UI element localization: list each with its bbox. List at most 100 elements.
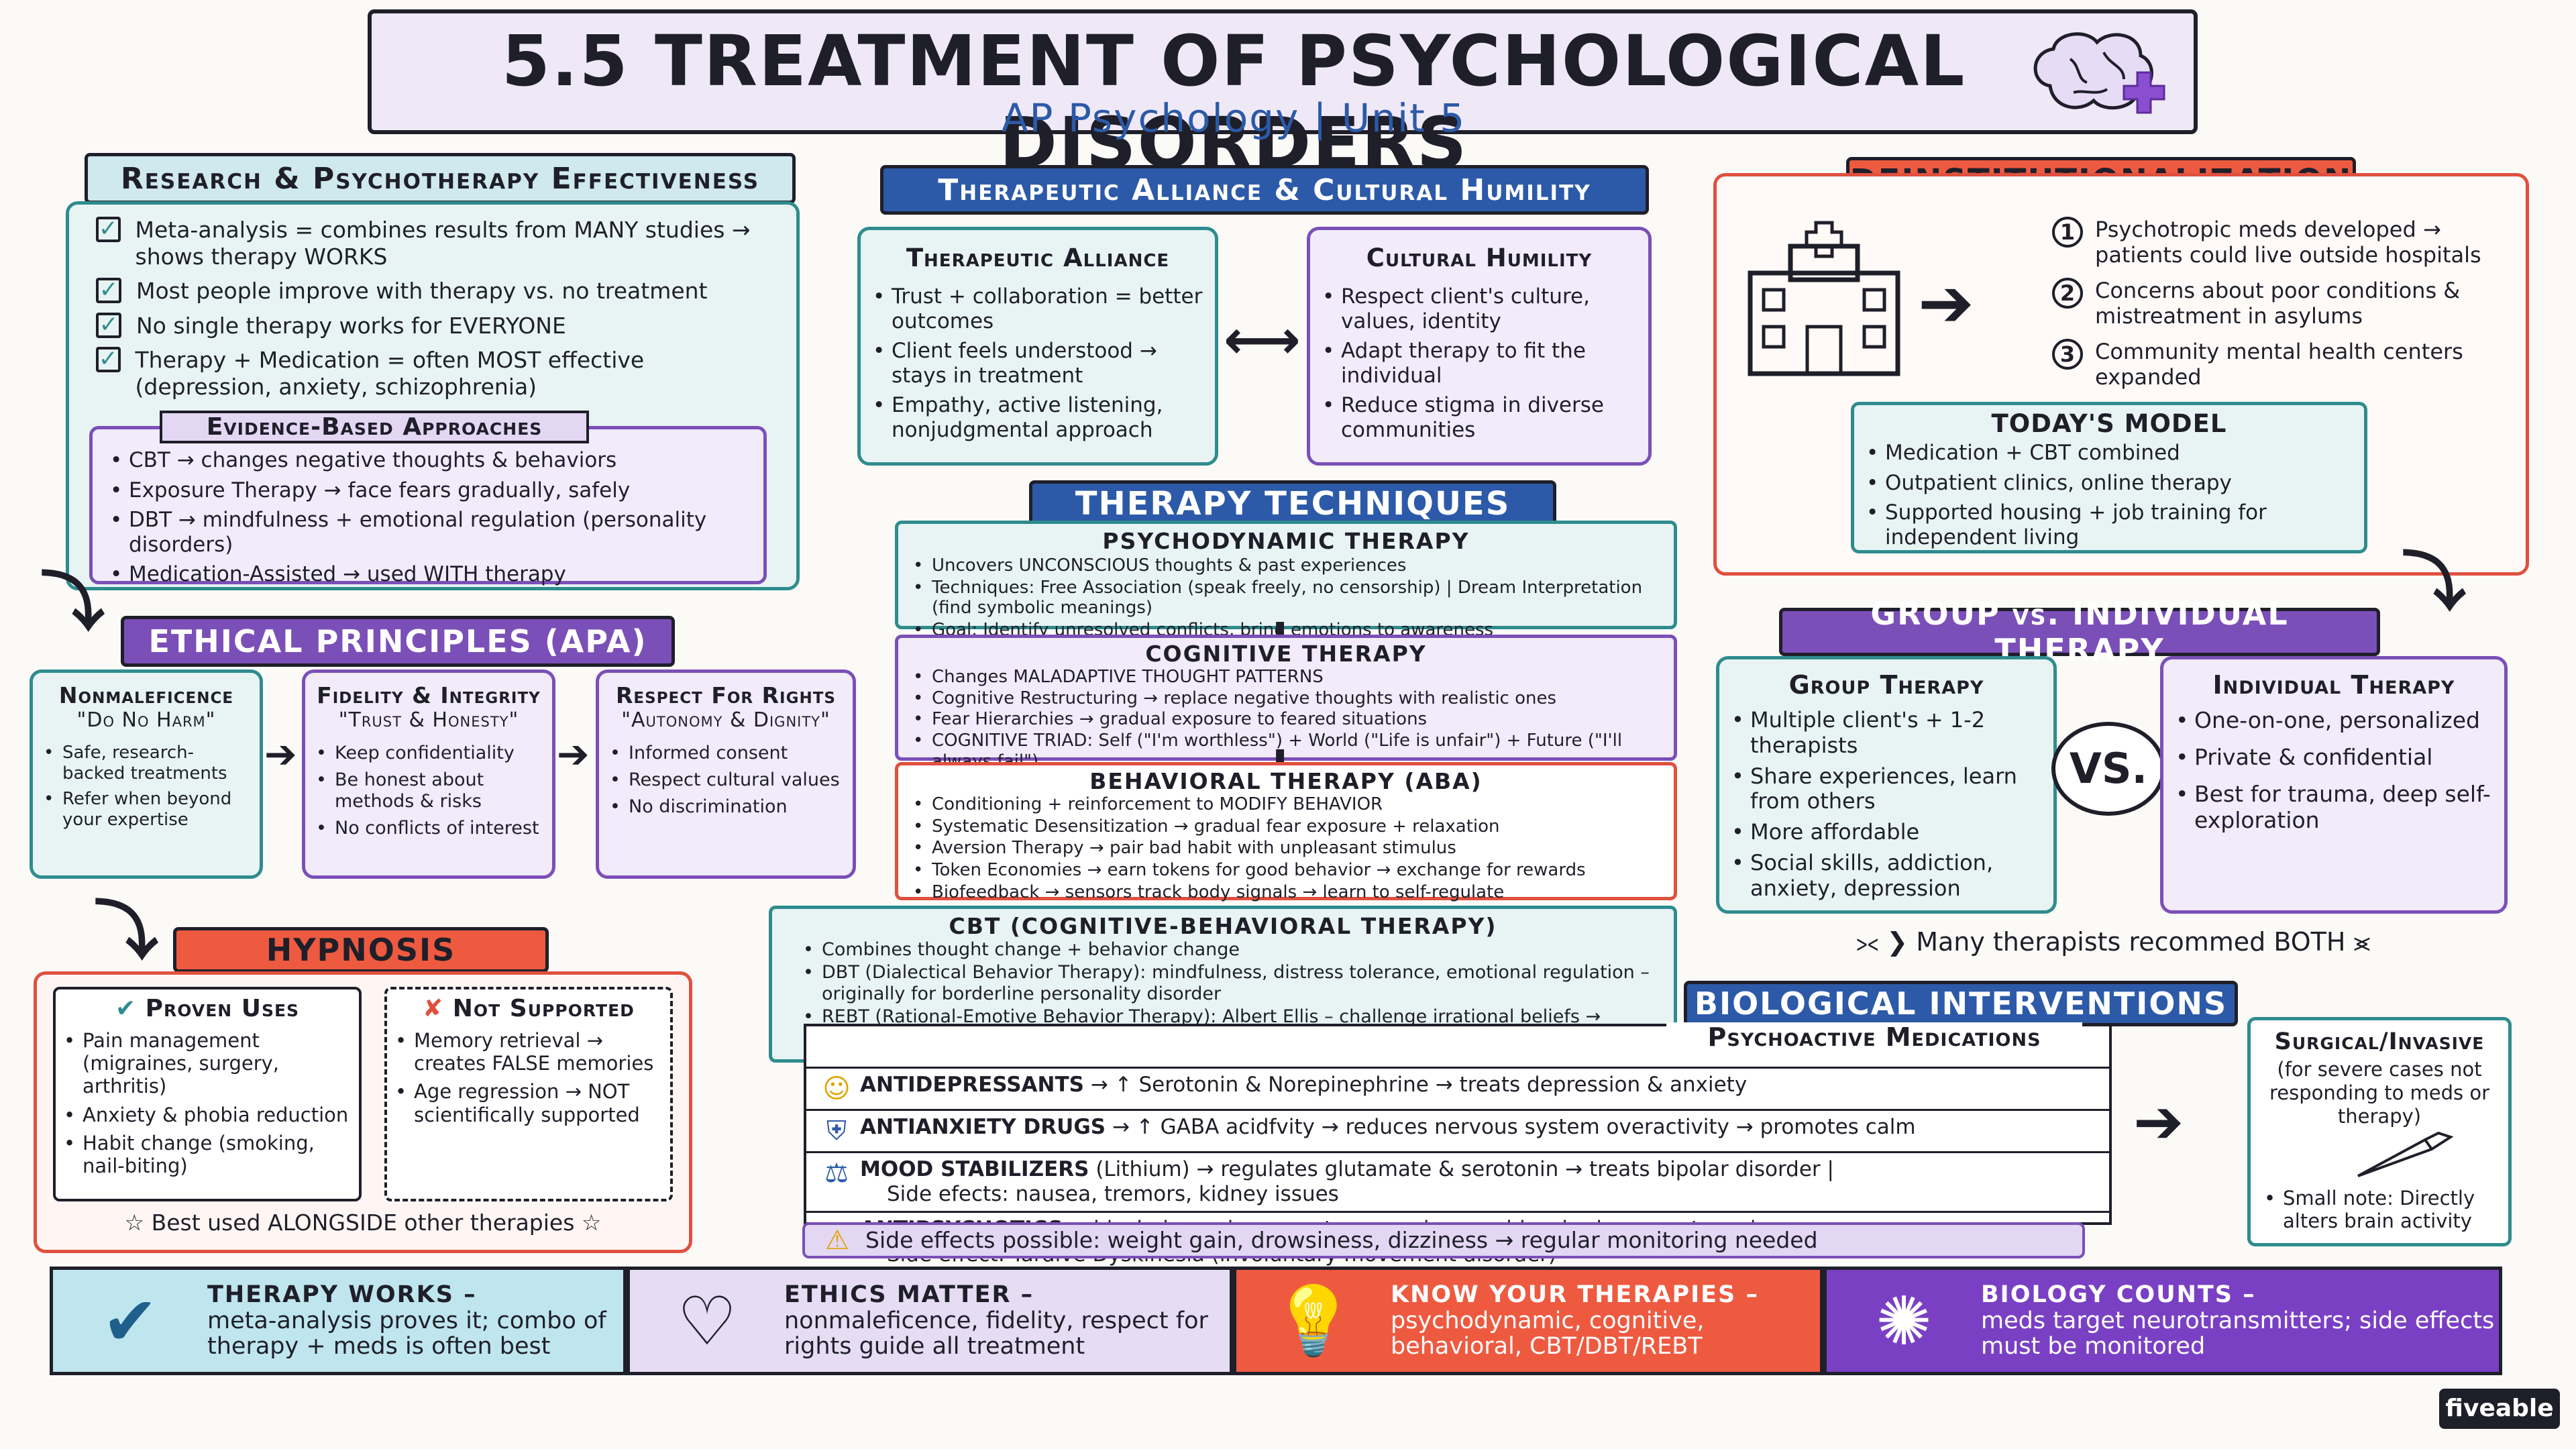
- ethics-col-3: Respect For Rights "Autonomy & Dignity" …: [596, 669, 856, 879]
- ethics-col-2: Fidelity & Integrity "Trust & Honesty" K…: [302, 669, 555, 879]
- ethics-col-title: Nonmaleficence: [58, 682, 234, 708]
- proven-item: Habit change (smoking, nail-biting): [60, 1132, 352, 1177]
- alliance-item: Client feels understood → stays in treat…: [869, 339, 1207, 388]
- cognitive-item: COGNITIVE TRIAD: Self ("I'm worthless") …: [909, 731, 1663, 771]
- heart-hands-icon: ♡: [677, 1281, 737, 1360]
- star-icon: ☆: [581, 1210, 602, 1236]
- checkmark-circle-icon: ✔: [102, 1281, 158, 1360]
- today-title: TODAY'S MODEL: [1991, 409, 2227, 438]
- vs-badge: VS.: [2051, 722, 2165, 816]
- meds-title: Psychoactive Medications: [1666, 1022, 2082, 1052]
- surgical-note: Small note: Directly alters brain activi…: [2260, 1187, 2502, 1232]
- med-name: ANTIDEPRESSANTS: [860, 1073, 1084, 1097]
- med-text: → ↑ GABA acidfvity → reduces nervous sys…: [1112, 1115, 1916, 1139]
- warning-text: Side effects possible: weight gain, drow…: [865, 1227, 1818, 1253]
- today-item: Outpatient clinics, online therapy: [1862, 471, 2356, 496]
- ethics-item: No discrimination: [606, 796, 846, 818]
- number-badge: 3: [2052, 338, 2083, 370]
- psychodynamic-item: Uncovers UNCONSCIOUS thoughts & past exp…: [909, 555, 1663, 576]
- cognitive-item: Changes MALADAPTIVE THOUGHT PATTERNS: [909, 667, 1663, 688]
- cognitive-item: Fear Hierarchies → gradual exposure to f…: [909, 709, 1663, 730]
- evidence-box: Evidence-Based Approaches CBT → changes …: [89, 411, 767, 587]
- page-subtitle: AP Psychology | Unit 5: [1001, 95, 1466, 141]
- med-name: MOOD STABILIZERS: [860, 1157, 1089, 1181]
- evidence-item: CBT → changes negative thoughts & behavi…: [106, 448, 757, 473]
- cognitive-box: COGNITIVE THERAPY Changes MALADAPTIVE TH…: [895, 635, 1677, 771]
- alliance-item: Trust + collaboration = better outcomes: [869, 284, 1207, 333]
- surgical-sub: (for severe cases not responding to meds…: [2269, 1058, 2490, 1128]
- surgical-title: Surgical/Invasive: [2274, 1028, 2485, 1055]
- emphasis-lines-icon: ⪥ ❯: [1856, 927, 1917, 957]
- behavioral-item: Aversion Therapy → pair bad habit with u…: [909, 838, 1663, 859]
- group-banner: GROUP vs. INDIVIDUAL THERAPY: [1779, 596, 2380, 668]
- brain-icon: [2023, 25, 2171, 126]
- arrow-right-icon: ➔: [1918, 264, 1974, 342]
- emphasis-lines-icon: ⪤: [2353, 927, 2371, 957]
- deinst-item: Community mental health centers expanded: [2095, 338, 2463, 390]
- humility-title: Cultural Humility: [1366, 244, 1593, 272]
- group-item: Multiple client's + 1-2 therapists: [1727, 707, 2047, 759]
- group-item: More affordable: [1727, 819, 2047, 845]
- ethics-item: Informed consent: [606, 743, 846, 764]
- alliance-box: Therapeutic Alliance Trust + collaborati…: [857, 227, 1218, 466]
- page-title: 5.5 TREATMENT OF PSYCHOLOGICAL DISORDERS: [501, 20, 1966, 184]
- not-item: Memory retrieval → creates FALSE memorie…: [391, 1029, 663, 1075]
- ethics-col-subtitle: "Autonomy & Dignity": [621, 708, 830, 732]
- psychodynamic-title: PSYCHODYNAMIC THERAPY: [1102, 528, 1470, 554]
- checkbox-icon: ✓: [96, 347, 121, 373]
- humility-item: Respect client's culture, values, identi…: [1318, 284, 1640, 333]
- evidence-title: Evidence-Based Approaches: [160, 411, 589, 443]
- neuron-icon: ✺: [1876, 1281, 1932, 1360]
- ethics-col-title: Fidelity & Integrity: [317, 682, 541, 708]
- ethics-col-title: Respect For Rights: [616, 682, 836, 708]
- not-title: Not Supported: [452, 995, 635, 1022]
- behavioral-title: BEHAVIORAL THERAPY (ABA): [1089, 768, 1483, 794]
- individual-title: Individual Therapy: [2212, 670, 2455, 700]
- today-item: Medication + CBT combined: [1862, 441, 2356, 466]
- proven-item: Pain management (migraines, surgery, art…: [60, 1029, 352, 1098]
- ethics-item: Be honest about methods & risks: [312, 769, 545, 812]
- footer-card-2: ♡ ETHICS MATTER – nonmaleficence, fideli…: [627, 1267, 1233, 1375]
- title-banner: 5.5 TREATMENT OF PSYCHOLOGICAL DISORDERS…: [368, 9, 2198, 184]
- individual-item: Private & confidential: [2171, 744, 2498, 771]
- individual-item: Best for trauma, deep self-exploration: [2171, 781, 2498, 834]
- group-box: Group Therapy Multiple client's + 1-2 th…: [1716, 656, 2057, 914]
- not-supported-box: ✘ Not Supported Memory retrieval → creat…: [384, 987, 673, 1201]
- behavioral-box: BEHAVIORAL THERAPY (ABA) Conditioning + …: [895, 762, 1677, 903]
- group-item: Social skills, addiction, anxiety, depre…: [1727, 850, 2047, 902]
- hypnosis-footer: Best used ALONGSIDE other therapies: [151, 1210, 575, 1236]
- cbt-title: CBT (COGNITIVE-BEHAVIORAL THERAPY): [949, 913, 1497, 939]
- evidence-item: Exposure Therapy → face fears gradually,…: [106, 478, 757, 503]
- research-item: Meta-analysis = combines results from MA…: [135, 217, 751, 270]
- x-icon: ✘: [423, 995, 453, 1022]
- arrow-right-icon: ➔: [264, 731, 297, 777]
- double-arrow-icon: ⟷: [1224, 309, 1301, 371]
- scalpel-icon: [2351, 1128, 2459, 1181]
- med-sub: Side efects: nausea, tremors, kidney iss…: [887, 1182, 1339, 1207]
- ethics-col-subtitle: "Do No Harm": [76, 708, 216, 732]
- evidence-item: Medication-Assisted → used WITH therapy: [106, 562, 757, 587]
- ethics-item: No conflicts of interest: [312, 818, 545, 839]
- ethics-item: Safe, research-backed treatments: [40, 743, 253, 784]
- ethics-col-1: Nonmaleficence "Do No Harm" Safe, resear…: [30, 669, 263, 879]
- footer-title: THERAPY WORKS –: [207, 1281, 477, 1309]
- meds-table: Psychoactive Medications ☺ ANTIDEPRESSAN…: [804, 1022, 2112, 1267]
- footer-text: meds target neurotransmitters; side effe…: [1981, 1307, 2495, 1360]
- proven-box: ✔ Proven Uses Pain management (migraines…: [53, 987, 362, 1201]
- warning-icon: ⚠: [825, 1225, 849, 1256]
- proven-title: Proven Uses: [145, 995, 300, 1022]
- checkbox-icon: ✓: [96, 278, 121, 304]
- check-icon: ✔: [115, 995, 146, 1022]
- curved-arrow-icon: ⤵: [2402, 545, 2466, 620]
- surgical-box: Surgical/Invasive (for severe cases not …: [2247, 1017, 2512, 1246]
- alliance-title: Therapeutic Alliance: [906, 244, 1170, 272]
- behavioral-item: Biofeedback → sensors track body signals…: [909, 882, 1663, 903]
- behavioral-item: Systematic Desensitization → gradual fea…: [909, 816, 1663, 837]
- today-box: TODAY'S MODEL Medication + CBT combined …: [1851, 402, 2367, 553]
- cognitive-title: COGNITIVE THERAPY: [1145, 641, 1427, 667]
- psychodynamic-item: Techniques: Free Association (speak free…: [909, 578, 1663, 619]
- arrow-right-icon: ➔: [557, 731, 590, 777]
- med-name: ANTIANXIETY DRUGS: [860, 1115, 1106, 1139]
- checkbox-icon: ✓: [96, 217, 121, 242]
- cbt-item: DBT (Dialectical Behavior Therapy): mind…: [799, 962, 1660, 1005]
